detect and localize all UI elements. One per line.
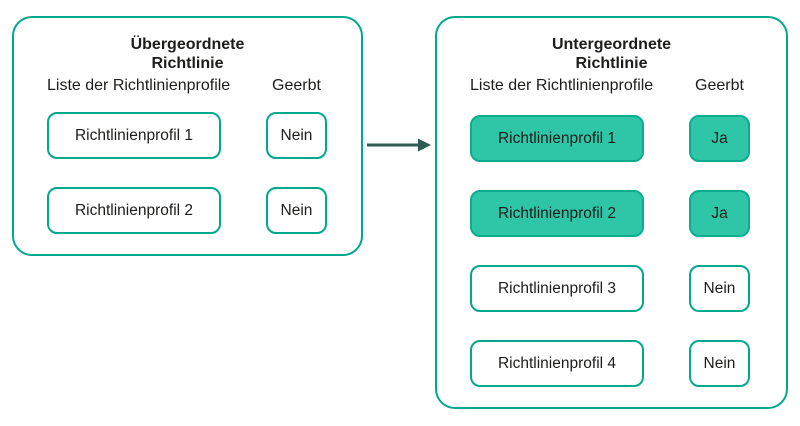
profile-box: Richtlinienprofil 2	[47, 187, 221, 235]
policy-profile-row: Richtlinienprofil 2 Ja	[437, 190, 786, 238]
parent-policy-panel: Übergeordnete Richtlinie Liste der Richt…	[12, 16, 363, 256]
profiles-column-header: Liste der Richtlinienprofile	[47, 77, 231, 95]
profile-box: Richtlinienprofil 3	[470, 265, 644, 313]
parent-policy-title-line1: Übergeordnete	[130, 36, 245, 53]
parent-policy-rows: Richtlinienprofil 1 Nein Richtlinienprof…	[14, 112, 361, 235]
parent-policy-title-line2: Richtlinie	[151, 55, 224, 73]
child-column-headers: Liste der Richtlinienprofile Geerbt	[437, 77, 786, 95]
profile-box: Richtlinienprofil 4	[470, 340, 644, 388]
parent-column-headers: Liste der Richtlinienprofile Geerbt	[14, 77, 361, 95]
policy-profile-row: Richtlinienprofil 1 Nein	[14, 112, 361, 160]
profiles-column-header: Liste der Richtlinienprofile	[470, 77, 654, 95]
inherited-column-header: Geerbt	[695, 77, 744, 95]
parent-policy-title: Übergeordnete Richtlinie	[14, 35, 361, 73]
child-policy-rows: Richtlinienprofil 1 Ja Richtlinienprofil…	[437, 115, 786, 388]
inherited-box: Ja	[689, 190, 750, 238]
child-policy-panel: Untergeordnete Richtlinie Liste der Rich…	[435, 16, 788, 409]
profile-box: Richtlinienprofil 1	[47, 112, 221, 160]
child-policy-title-line2: Richtlinie	[575, 55, 648, 73]
inherited-column-header: Geerbt	[272, 77, 321, 95]
policy-profile-row: Richtlinienprofil 3 Nein	[437, 265, 786, 313]
policy-profile-row: Richtlinienprofil 2 Nein	[14, 187, 361, 235]
arrowhead-icon	[418, 138, 431, 152]
policy-profile-row: Richtlinienprofil 1 Ja	[437, 115, 786, 163]
profile-box: Richtlinienprofil 1	[470, 115, 644, 163]
inherited-box: Ja	[689, 115, 750, 163]
inherited-box: Nein	[266, 187, 327, 235]
profile-box: Richtlinienprofil 2	[470, 190, 644, 238]
child-policy-title-line1: Untergeordnete	[551, 36, 672, 53]
inherited-box: Nein	[689, 265, 750, 313]
inherited-box: Nein	[266, 112, 327, 160]
policy-profile-row: Richtlinienprofil 4 Nein	[437, 340, 786, 388]
inheritance-arrow-icon	[367, 138, 431, 152]
inherited-box: Nein	[689, 340, 750, 388]
child-policy-title: Untergeordnete Richtlinie	[437, 35, 786, 73]
